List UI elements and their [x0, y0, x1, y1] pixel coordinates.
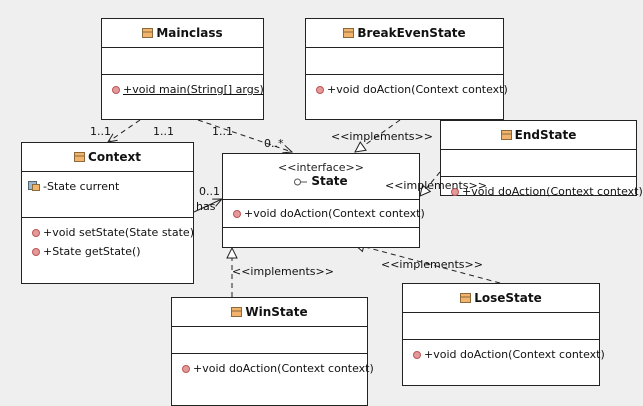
- method-icon: [413, 351, 421, 359]
- class-icon: [500, 130, 512, 140]
- implements-label-winstate: <<implements>>: [232, 265, 334, 278]
- losestate-box[interactable]: LoseState +void doAction(Context context…: [402, 283, 605, 386]
- breakevenstate-header: BreakEvenState: [306, 26, 503, 40]
- breakevenstate-name: BreakEvenState: [357, 26, 466, 40]
- context-method-setstate: +void setState(State state): [32, 226, 194, 240]
- method-icon: [233, 210, 241, 218]
- mainclass-box[interactable]: Mainclass +void main(String[] args): [101, 18, 264, 120]
- implements-label-endstate: <<implements>>: [385, 179, 487, 192]
- multiplicity-main-context-left: 1..1: [90, 125, 111, 138]
- class-icon: [74, 152, 86, 162]
- multiplicity-main-state-from: 1..1: [212, 125, 233, 138]
- endstate-name: EndState: [514, 128, 577, 142]
- losestate-name: LoseState: [474, 291, 542, 305]
- association-label-has: has: [196, 200, 216, 213]
- state-name: State: [311, 174, 348, 188]
- class-icon: [231, 307, 243, 317]
- implements-label-breakeven: <<implements>>: [331, 130, 433, 143]
- method-icon: [451, 188, 459, 196]
- state-stereotype: <<interface>>: [278, 161, 364, 174]
- endstate-method-doaction: +void doAction(Context context): [451, 185, 643, 199]
- losestate-header: LoseState: [403, 291, 599, 305]
- state-interface-box[interactable]: <<interface>> State +void doAction(Conte…: [222, 153, 425, 248]
- method-icon: [316, 86, 324, 94]
- state-header: <<interface>> State: [223, 161, 419, 188]
- mainclass-method-main: +void main(String[] args): [112, 83, 264, 97]
- method-icon: [182, 365, 190, 373]
- method-icon: [112, 86, 120, 94]
- class-icon: [343, 28, 355, 38]
- context-header: Context: [22, 150, 193, 164]
- winstate-box[interactable]: WinState +void doAction(Context context): [171, 297, 374, 406]
- implements-label-losestate: <<implements>>: [381, 258, 483, 271]
- edge-main-to-context: [108, 119, 141, 142]
- breakevenstate-method-doaction: +void doAction(Context context): [316, 83, 508, 97]
- class-icon: [460, 293, 472, 303]
- field-icon: [28, 181, 40, 191]
- method-icon: [32, 248, 40, 256]
- context-field-current: -State current: [28, 180, 119, 194]
- class-icon: [142, 28, 154, 38]
- winstate-method-doaction: +void doAction(Context context): [182, 362, 374, 376]
- context-box[interactable]: Context -State current +void setState(St…: [21, 142, 194, 284]
- losestate-method-doaction: +void doAction(Context context): [413, 348, 605, 362]
- context-name: Context: [88, 150, 141, 164]
- breakevenstate-box[interactable]: BreakEvenState +void doAction(Context co…: [305, 18, 508, 120]
- multiplicity-context-state: 0..1: [199, 185, 220, 198]
- mainclass-name: Mainclass: [156, 26, 223, 40]
- context-method-getstate: +State getState(): [32, 245, 141, 259]
- method-icon: [32, 229, 40, 237]
- multiplicity-main-context-right: 1..1: [153, 125, 174, 138]
- mainclass-header: Mainclass: [102, 26, 263, 40]
- multiplicity-main-state-to: 0..*: [264, 137, 284, 150]
- winstate-header: WinState: [172, 305, 367, 319]
- state-method-doaction: +void doAction(Context context): [233, 207, 425, 221]
- endstate-header: EndState: [441, 128, 636, 142]
- winstate-name: WinState: [245, 305, 308, 319]
- interface-icon: [294, 178, 308, 186]
- endstate-box[interactable]: EndState +void doAction(Context context): [440, 120, 643, 198]
